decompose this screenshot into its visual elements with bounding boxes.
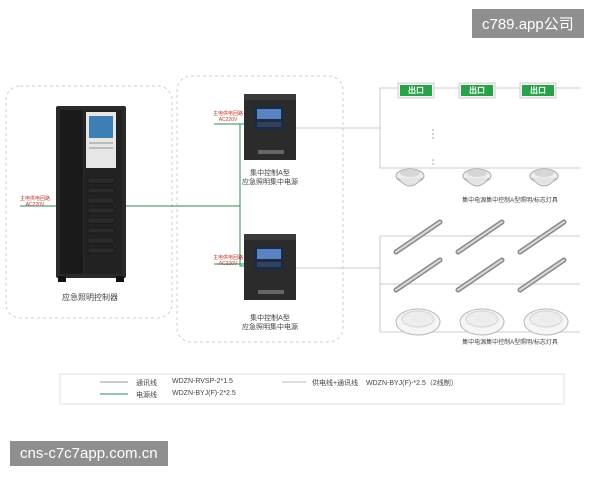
ceiling-light-2 [460,309,504,335]
legend-power-spec: WDZN-BYJ(F)-2*2.5 [172,390,236,397]
downlight-2 [463,169,491,186]
emergency-lighting-controller-cabinet [56,106,126,282]
ceiling-light-1 [396,309,440,335]
tube-light-row2-2 [458,260,502,290]
power-unit-2-title: 集中控制A型 应急照明集中电源 [230,314,310,332]
tube-light-row1-2 [458,222,502,252]
downlight-3 [530,169,558,186]
controller-label: 应急照明控制器 [40,293,140,302]
tube-light-row2-3 [520,260,564,290]
tube-light-row1-3 [520,222,564,252]
exit-sign-3-text: 出口 [522,85,554,96]
legend-comm-spec: WDZN-RVSP-2*1.5 [172,378,233,385]
power-unit-2-input-voltage: AC220V [208,261,248,267]
ceiling-light-3 [524,309,568,335]
controller-screen [89,116,113,138]
power-lines [20,124,244,266]
tube-lights [396,222,564,290]
top-fixture-group-label: 集中电源集中控制A型照明/标志灯具 [440,197,580,206]
power-unit-2-title-line1: 集中控制A型 [230,314,310,323]
legend-comm-name: 通讯线 [136,378,157,388]
tube-light-row1-1 [396,222,440,252]
controller-input-voltage: AC220V [14,202,56,208]
controller-input-label: 主电供电回路 AC220V [14,196,56,208]
comm-lines [296,88,580,332]
bottom-fixture-group-label: 集中电源集中控制A型照明/标志灯具 [440,339,580,348]
power-unit-1-input-voltage: AC220V [208,117,248,123]
legend-supply-comm-spec: WDZN-BYJ(F)-*2.5（2线制） [366,378,458,388]
power-unit-1-title-line2: 应急照明集中电源 [230,178,310,187]
exit-sign-1-text: 出口 [400,85,432,96]
power-unit-1-cabinet [244,94,296,160]
legend-power-name: 电源线 [136,390,157,400]
power-unit-2-input-label: 主电供电回路 AC220V [208,255,248,267]
downlight-1 [396,169,424,186]
power-unit-1-title-line1: 集中控制A型 [230,169,310,178]
tube-light-row2-1 [396,260,440,290]
exit-sign-2-text: 出口 [461,85,493,96]
power-unit-1-input-label: 主电供电回路 AC220V [208,111,248,123]
power-unit-1-title: 集中控制A型 应急照明集中电源 [230,169,310,187]
legend-supply-comm-name: 供电线+通讯线 [312,378,358,388]
power-unit-2-cabinet [244,234,296,300]
power-unit-2-title-line2: 应急照明集中电源 [230,323,310,332]
